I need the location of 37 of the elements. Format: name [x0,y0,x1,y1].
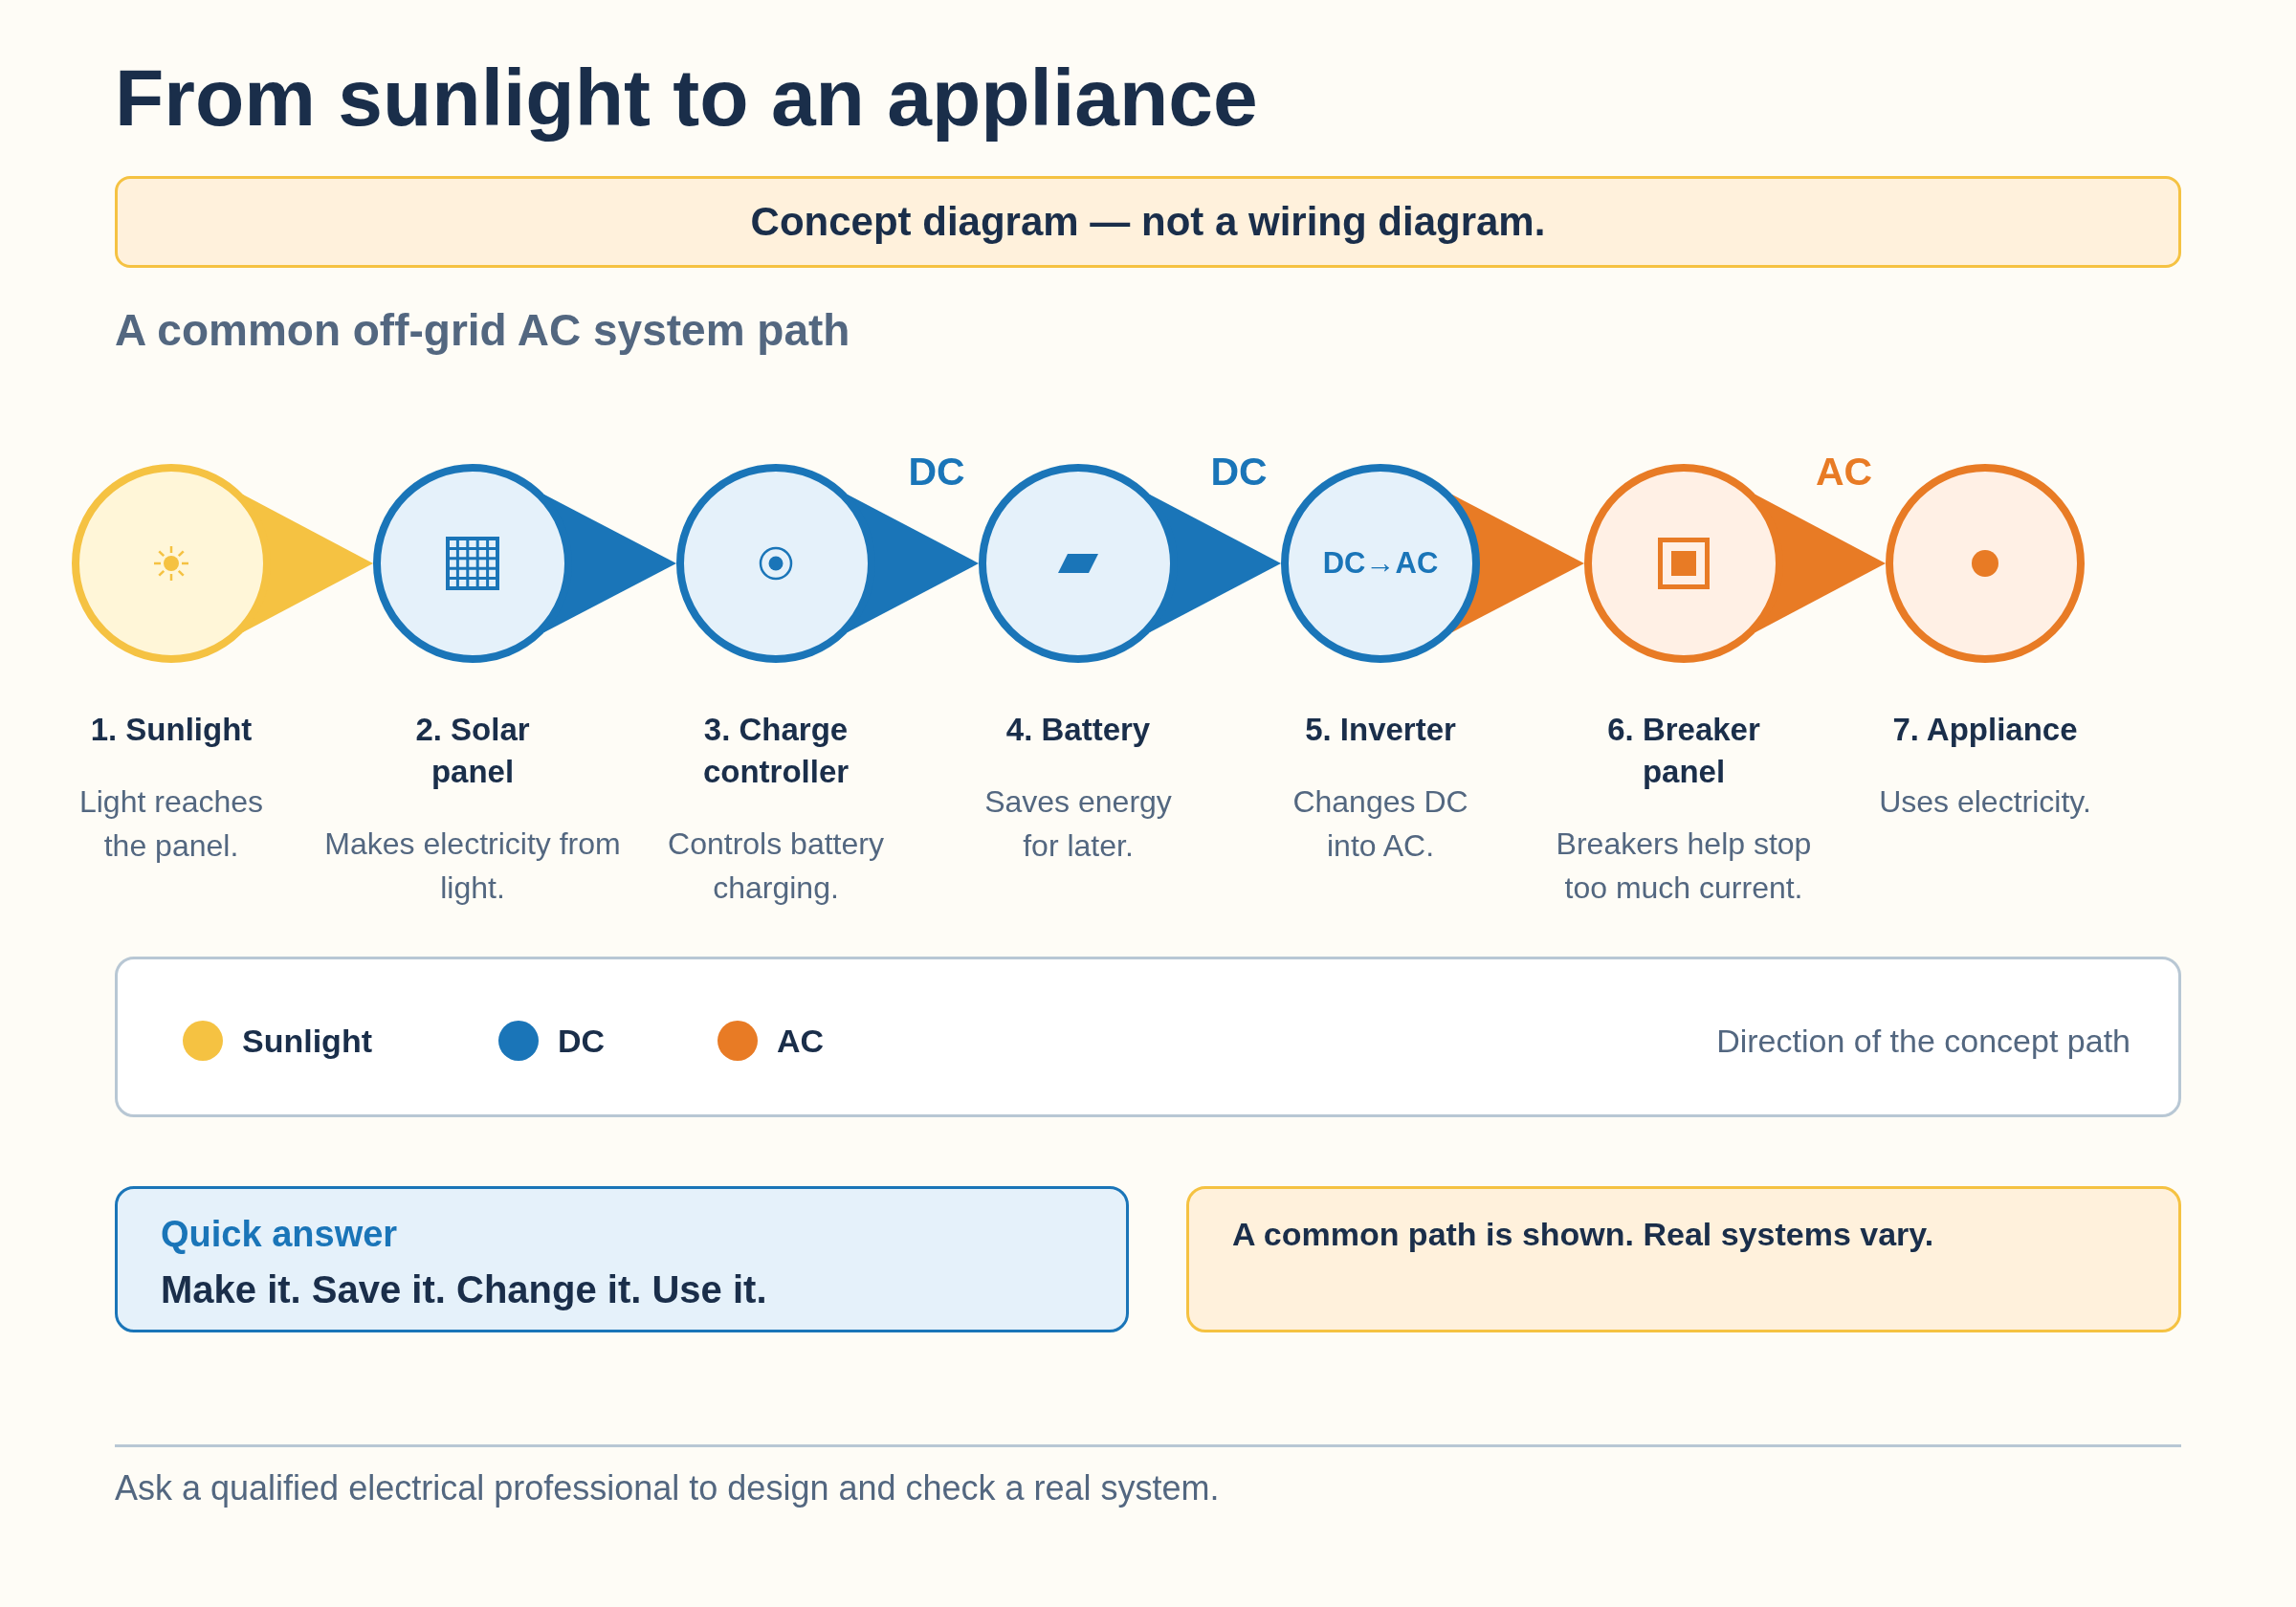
footer-note: Ask a qualified electrical professional to design and check a real system. [115,1468,1220,1508]
legend-text: DC [558,1022,606,1060]
note-text: Concept diagram — not a wiring diagram. [750,199,1546,245]
subtitle: A common off-grid AC system path [115,304,850,356]
step-title: 4. Battery [1005,711,1151,749]
step-description: Uses electricity. [1879,783,2091,821]
card-text: A common path is shown. Real systems vary. [1232,1216,1935,1253]
edge-label: DC [1210,449,1268,495]
flow-arrow [1755,495,1886,632]
step-description: Breakers help stop too much current. [1555,826,1813,907]
answer-card [115,1186,1129,1332]
direction-note: Direction of the concept path [1716,1023,2130,1060]
step-description: Saves energy for later. [983,783,1173,865]
flow-arrow [243,495,373,632]
step-title: 1. Sunlight [90,711,253,749]
flow-arrow [544,495,676,632]
circle-label: DC→AC [1322,546,1439,581]
step-description: Light reaches the panel. [77,783,265,865]
legend-text: Sunlight [242,1022,372,1060]
step-title: 7. Appliance [1892,711,2078,749]
step-title: 6. Breaker panel [1606,711,1761,791]
step-description: Makes electricity from light. [324,826,621,907]
note-banner [115,176,2181,268]
step-description: Changes DC into AC. [1292,783,1469,865]
card-text: Make it. Save it. Change it. Use it. [161,1268,768,1311]
flow-arrow [1150,495,1281,632]
flow-arrow [848,495,979,632]
legend-text: AC [777,1022,825,1060]
flow-arrow [1452,495,1584,632]
step-title: 3. Charge controller [701,711,850,791]
card-heading: Quick answer [161,1214,399,1255]
note-card [1186,1186,2181,1332]
step-title: 5. Inverter [1305,711,1456,749]
step-title: 2. Solar panel [414,711,531,791]
edge-label: DC [908,449,965,495]
edge-label: AC [1815,449,1873,495]
step-description: Controls battery charging. [667,826,885,907]
